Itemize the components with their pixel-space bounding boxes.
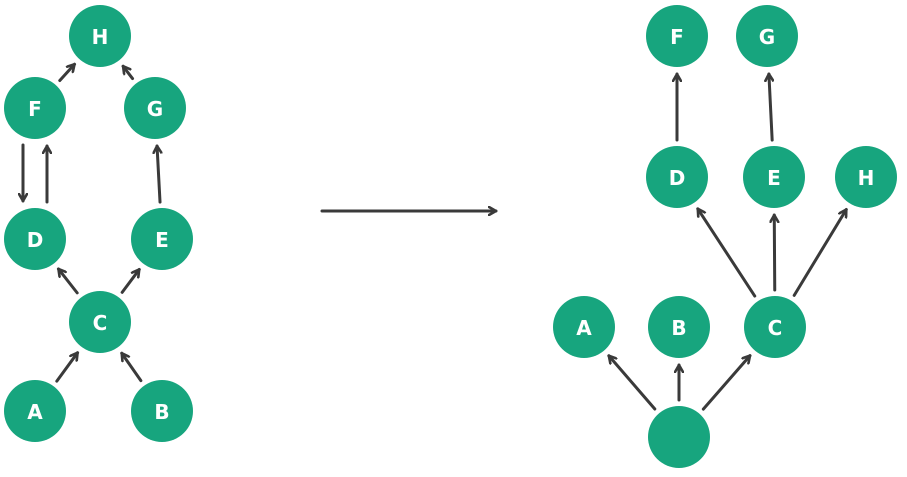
right-graph-edges [607,72,848,411]
left-node-h: H [69,5,131,67]
left-edge-b-to-c [120,351,143,383]
node-label: G [759,25,775,49]
right-edge-c2-to-d2 [696,207,757,298]
node-circle [4,77,66,139]
node-label: B [154,400,169,424]
left-edge-a-to-c [55,351,80,383]
left-node-b: B [131,380,193,442]
left-node-a: A [4,380,66,442]
node-circle [553,296,615,358]
right-node-d: D [646,146,708,208]
right-node-root [648,406,710,468]
left-edge-g-to-h [121,64,135,81]
node-circle [744,296,806,358]
right-edge-r2-to-a2 [607,354,657,411]
right-node-b: B [648,296,710,358]
right-graph-nodes: F G D E H A B C [553,5,897,468]
node-circle [743,146,805,208]
left-node-d: D [4,208,66,270]
node-circle [648,296,710,358]
right-edge-c2-to-e2 [774,213,775,292]
left-node-f: F [4,77,66,139]
node-label: D [27,228,44,252]
right-edge-e2-to-g2 [769,72,772,142]
node-circle [4,208,66,270]
node-circle [835,146,897,208]
left-node-e: E [131,208,193,270]
node-label: A [27,400,43,424]
node-label: E [155,228,169,252]
right-edge-c2-to-h2 [792,207,848,297]
node-circle [648,406,710,468]
node-label: C [768,316,783,340]
node-label: F [670,25,684,49]
left-graph-nodes: H F G D E C A B [4,5,193,442]
node-circle [69,291,131,353]
left-edge-c-to-d [56,267,79,295]
left-node-g: G [124,77,186,139]
left-graph-edges [23,62,160,383]
node-label: B [671,316,686,340]
node-label: E [767,166,781,190]
node-circle [131,208,193,270]
node-circle [131,380,193,442]
node-label: D [669,166,686,190]
left-edge-c-to-e [120,267,141,294]
node-circle [646,5,708,67]
node-circle [124,77,186,139]
node-label: A [576,316,592,340]
right-node-g: G [736,5,798,67]
right-node-c: C [744,296,806,358]
node-circle [646,146,708,208]
node-label: G [147,97,163,121]
node-label: H [858,166,875,190]
right-node-f: F [646,5,708,67]
node-label: H [92,25,109,49]
node-label: C [93,311,108,335]
right-edge-r2-to-c2 [701,354,752,411]
node-circle [69,5,131,67]
node-circle [4,380,66,442]
right-node-h: H [835,146,897,208]
left-node-c: C [69,291,131,353]
right-node-e: E [743,146,805,208]
node-label: F [28,97,42,121]
node-circle [736,5,798,67]
left-edge-e-to-g [157,144,160,204]
right-node-a: A [553,296,615,358]
left-edge-f-to-h [58,62,77,83]
